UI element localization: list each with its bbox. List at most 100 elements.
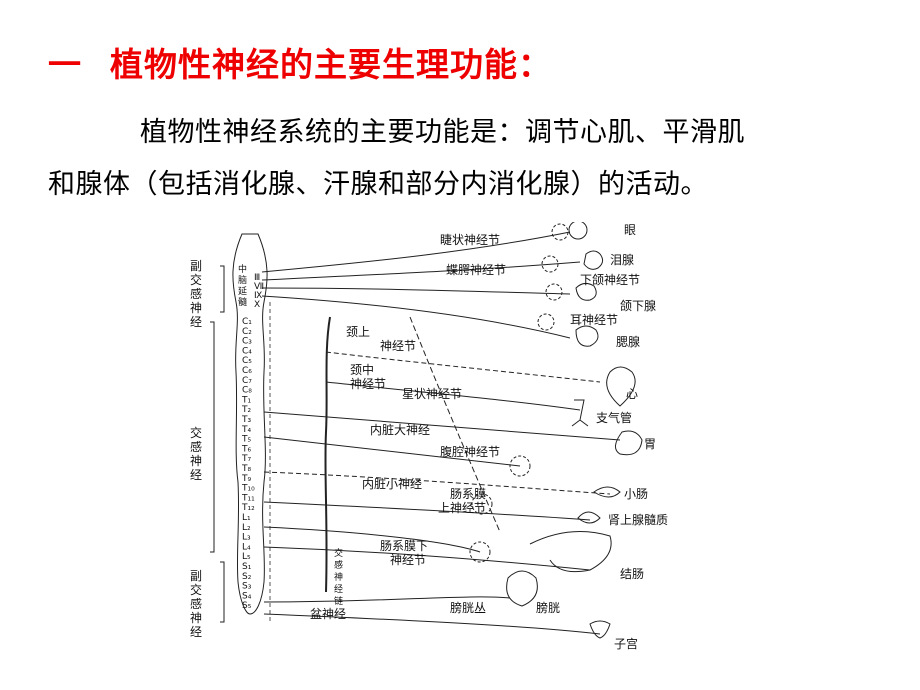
fiber-eye (261, 231, 571, 273)
cranial-nerve-3: Ⅹ (254, 300, 260, 310)
label-greater-splanchnic: 内脏大神经 (370, 422, 430, 437)
side-top-char-1: 交 (190, 272, 202, 287)
label-submandibular-gland: 颌下腺 (620, 298, 656, 313)
cranial-nerve-0: Ⅲ (254, 273, 260, 283)
colon-organ (529, 531, 612, 573)
submandibular-ganglion (545, 283, 563, 301)
otic-ganglion (537, 313, 555, 331)
celiac-ganglion (509, 455, 531, 477)
label-superior-mesenteric-2: 上神经节 (438, 501, 486, 515)
cord-segment-25: S₁ (242, 562, 252, 572)
side-top-char-2: 感 (190, 286, 202, 301)
label-bladder: 膀胱 (536, 600, 560, 615)
bladder-organ (506, 570, 538, 607)
label-superior-cervical-1: 颈上 (346, 325, 370, 339)
fiber-heart (325, 351, 601, 383)
brain-char-0: 中 (238, 263, 247, 275)
fiber-celiac (263, 436, 521, 467)
parotid-organ (575, 325, 599, 347)
side-top-char-3: 神 (190, 301, 202, 315)
fiber-small-intestine (263, 471, 611, 495)
label-colon: 结肠 (620, 567, 644, 581)
cord-segment-20: L₁ (242, 513, 251, 523)
cord-segment-4: C₅ (242, 356, 252, 366)
fiber-parotid (261, 295, 571, 339)
label-parotid: 腮腺 (616, 335, 640, 349)
brain-char-3: 髓 (238, 297, 247, 308)
label-submandibular-ganglion: 下颌神经节 (580, 272, 640, 287)
cord-segment-5: C₆ (242, 366, 252, 376)
brace-bottom (220, 561, 225, 623)
label-adrenal: 肾上腺髓质 (608, 513, 668, 527)
cord-segment-0: C₁ (242, 317, 252, 327)
fiber-uterus (263, 613, 601, 635)
cord-segment-13: T₆ (241, 444, 251, 454)
fiber-pelvic (263, 596, 511, 603)
spinal-cord-outline (232, 233, 268, 615)
label-middle-cervical-2: 神经节 (350, 377, 386, 391)
chain-char-1: 感 (334, 559, 343, 571)
side-bot-char-3: 神 (190, 611, 202, 625)
fiber-bronchus (325, 381, 581, 411)
label-inferior-mesenteric-2: 神经节 (390, 553, 426, 567)
cord-segment-2: C₃ (242, 337, 252, 347)
label-heart: 心 (626, 387, 638, 401)
label-pelvic-nerve: 盆神经 (310, 607, 346, 621)
fiber-vagus (409, 316, 501, 533)
cord-segment-9: T₂ (241, 405, 251, 415)
fiber-lacrimal (261, 261, 581, 281)
side-bot-char-1: 交 (190, 582, 202, 597)
title-text: 植物性神经的主要生理功能： (110, 45, 552, 84)
cord-segment-16: T₉ (241, 474, 251, 484)
label-vesical-plexus: 膀胱丛 (450, 600, 486, 615)
cord-segment-29: S₅ (242, 601, 252, 611)
label-stomach: 胃 (644, 437, 656, 451)
brace-top (220, 265, 225, 313)
label-celiac-ganglion: 腹腔神经节 (440, 444, 500, 459)
chain-char-2: 神 (334, 571, 343, 583)
brain-char-2: 延 (238, 285, 247, 297)
cord-segment-21: L₂ (242, 523, 251, 533)
cord-segment-22: L₃ (242, 533, 251, 543)
cord-segment-14: T₇ (241, 454, 251, 464)
cord-segment-28: S₄ (242, 591, 252, 601)
label-otic-ganglion: 耳神经节 (570, 313, 618, 327)
brain-char-1: 脑 (238, 274, 247, 286)
label-bronchus: 支气管 (596, 410, 632, 425)
cord-segment-3: C₄ (242, 346, 252, 356)
label-superior-cervical-2: 神经节 (380, 339, 416, 353)
cord-segment-17: T₁₀ (241, 484, 255, 494)
inferior-mesenteric-ganglion (469, 541, 491, 563)
cord-segment-1: C₂ (242, 327, 252, 337)
small-intestine-organ (593, 486, 621, 498)
side-bot-char-2: 感 (190, 596, 202, 611)
cord-segment-26: S₂ (242, 572, 252, 582)
ciliary-ganglion (551, 223, 569, 241)
cord-segment-15: T₈ (241, 464, 251, 474)
pterygopalatine-ganglion (541, 255, 559, 273)
cord-segment-10: T₃ (241, 415, 251, 425)
label-lesser-splanchnic: 内脏小神经 (362, 476, 422, 491)
label-lacrimal: 泪腺 (610, 253, 634, 267)
fiber-submandibular (261, 287, 571, 295)
uterus-organ (589, 620, 611, 639)
paragraph-line-1: 植物性神经系统的主要功能是：调节心肌、平滑肌 (140, 117, 745, 148)
cranial-nerve-1: Ⅶ (254, 282, 264, 292)
label-inferior-mesenteric-1: 肠系膜下 (380, 539, 428, 553)
label-small-intestine: 小肠 (624, 487, 648, 501)
side-top-char-0: 副 (190, 259, 202, 273)
cord-segment-23: L₄ (242, 542, 251, 552)
label-uterus: 子宫 (614, 636, 638, 651)
submandibular-organ (575, 282, 597, 301)
fiber-stomach (263, 411, 621, 441)
cord-segment-24: L₅ (242, 552, 251, 562)
paragraph-line-2: 和腺体（包括消化腺、汗腺和部分内消化腺）的活动。 (48, 169, 708, 200)
cord-segment-7: C₈ (242, 386, 252, 396)
side-mid-char-3: 经 (190, 468, 202, 482)
side-mid-char-1: 感 (190, 439, 202, 454)
brace-middle (210, 321, 215, 553)
